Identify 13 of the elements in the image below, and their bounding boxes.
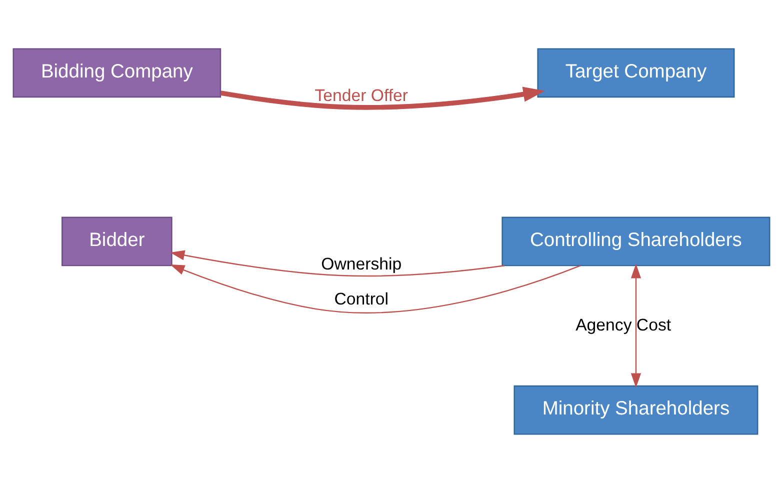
arrow (170, 250, 505, 277)
edge-label: Ownership (321, 254, 402, 274)
edge-label: Tender Offer (314, 86, 408, 105)
node-box: Controlling Shareholders (502, 216, 770, 266)
node-box: Bidding Company (12, 48, 222, 98)
edge-label: Agency Cost (576, 315, 672, 334)
arrow (170, 264, 580, 314)
node-box: Bidder (62, 216, 172, 266)
edge-label: Control (334, 289, 389, 308)
node-box: Minority Shareholders (514, 385, 758, 435)
node-box: Target Company (537, 48, 735, 98)
arrow (630, 264, 642, 388)
arrow (220, 86, 545, 110)
